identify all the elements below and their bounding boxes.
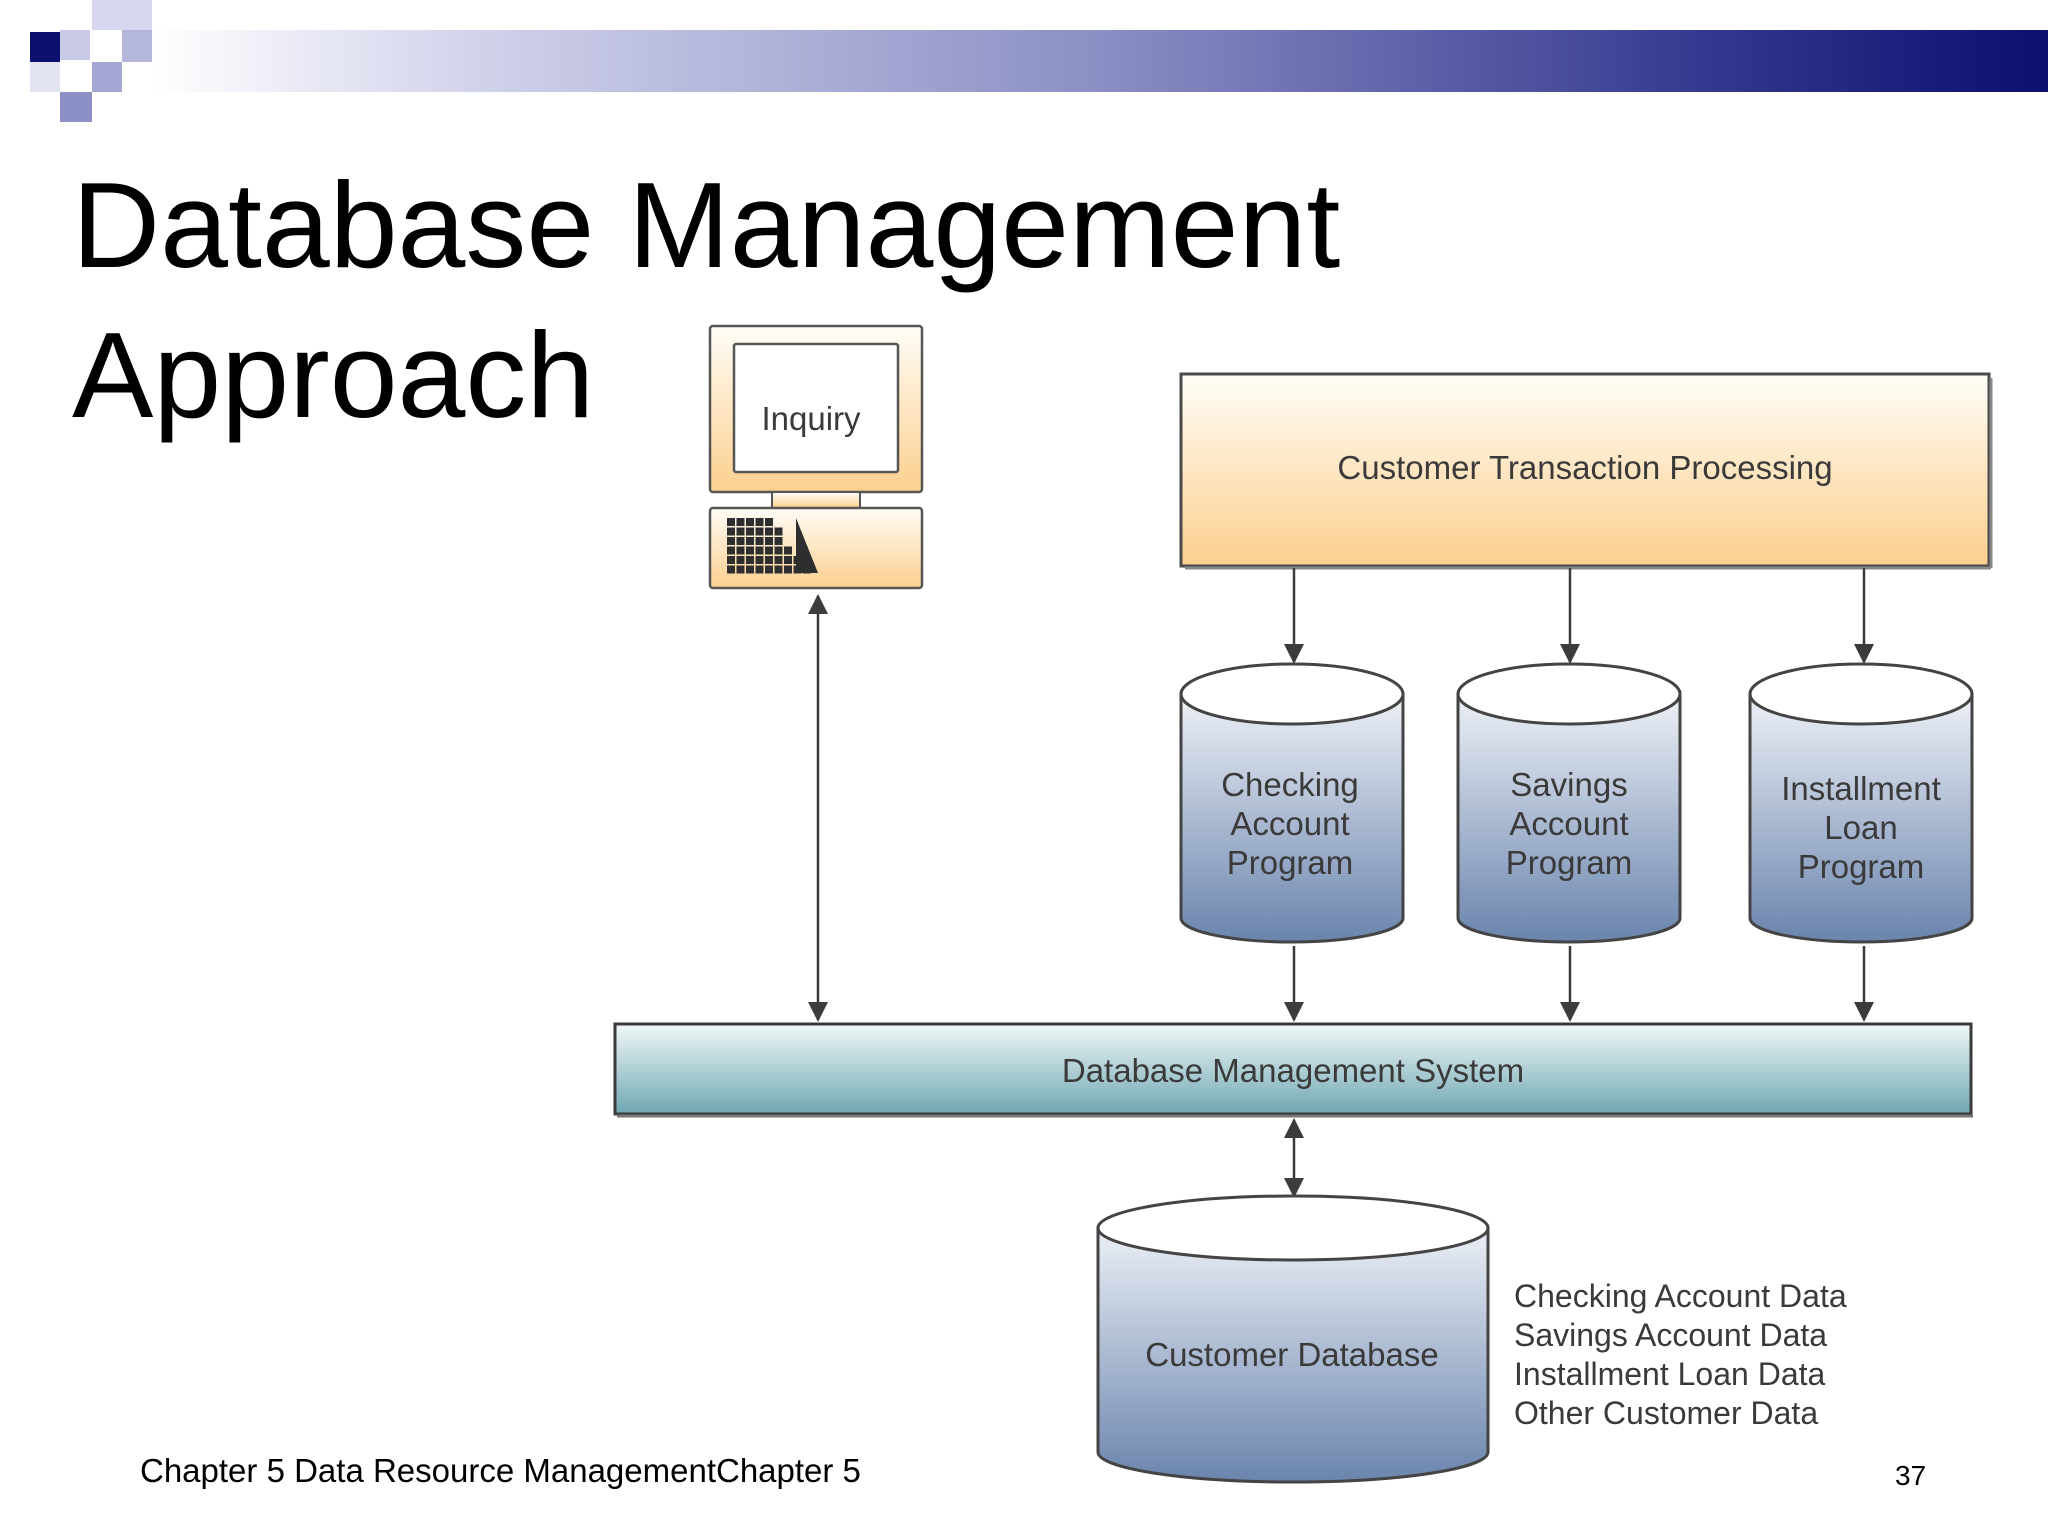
database-label: Customer Database	[1145, 1336, 1438, 1373]
keyboard-keys-icon	[727, 518, 818, 574]
svg-text:Savings: Savings	[1510, 766, 1627, 803]
page-title: Database Management Approach	[72, 157, 1341, 443]
program-label-line3: Program	[1227, 844, 1354, 881]
transaction-processing-box: Customer Transaction Processing	[1179, 372, 1993, 570]
keyboard-key	[774, 565, 783, 574]
program-label-line3: Program	[1506, 844, 1633, 881]
header-square-mid	[60, 92, 92, 122]
transaction-processing-label: Customer Transaction Processing	[1337, 449, 1832, 486]
svg-text:Loan: Loan	[1824, 809, 1897, 846]
keyboard-key	[736, 537, 745, 545]
keyboard-key	[765, 546, 773, 555]
header-square-light	[122, 30, 152, 62]
customer-database-cylinder: Customer Database	[1096, 1194, 1490, 1484]
keyboard-key	[784, 546, 792, 555]
keyboard-key	[736, 527, 745, 536]
svg-text:Account: Account	[1509, 805, 1628, 842]
program-label-line1: Savings	[1510, 766, 1627, 803]
data-item: Other Customer Data	[1514, 1395, 1818, 1431]
svg-text:Program: Program	[1227, 844, 1354, 881]
keyboard-key	[736, 565, 745, 574]
keyboard-key	[765, 537, 773, 545]
keyboard-key	[746, 565, 754, 574]
dbms-label: Database Management System	[1062, 1052, 1524, 1089]
keyboard-key	[727, 556, 735, 564]
keyboard-key	[727, 527, 735, 536]
keyboard-key	[765, 565, 773, 574]
keyboard-key	[784, 556, 792, 564]
inquiry-terminal-icon: Inquiry	[708, 324, 924, 590]
installment-loan-program-cylinder: Installment Loan Program	[1748, 662, 1974, 944]
keyboard-key	[765, 556, 773, 564]
keyboard-key	[755, 556, 764, 564]
svg-text:Checking: Checking	[1221, 766, 1359, 803]
keyboard-key	[755, 527, 764, 536]
keyboard-key	[774, 527, 783, 536]
keyboard-key	[755, 537, 764, 545]
svg-text:Program: Program	[1506, 844, 1633, 881]
keyboard-key	[774, 537, 783, 545]
keyboard-key	[774, 546, 783, 555]
header-square-mid	[92, 62, 122, 92]
keyboard-key	[746, 546, 754, 555]
savings-account-program-cylinder: Savings Account Program	[1456, 662, 1682, 944]
data-item: Savings Account Data	[1514, 1317, 1827, 1353]
keyboard-key	[774, 556, 783, 564]
header-square-light	[60, 30, 90, 60]
keyboard-key	[746, 537, 754, 545]
keyboard-key	[746, 556, 754, 564]
keyboard-key	[727, 546, 735, 555]
header-square-dark	[30, 32, 60, 62]
keyboard-key	[727, 537, 735, 545]
header-square-light	[92, 0, 152, 30]
program-label-line3: Program	[1798, 848, 1925, 885]
header-square-light	[30, 62, 60, 92]
program-label-line2: Account	[1230, 805, 1349, 842]
keyboard-key	[765, 518, 773, 526]
terminal-stand	[771, 491, 861, 509]
keyboard-key	[755, 518, 764, 526]
page-number: 37	[1895, 1460, 1927, 1491]
terminal-screen	[732, 342, 900, 474]
svg-text:Account: Account	[1230, 805, 1349, 842]
keyboard-key	[784, 565, 792, 574]
program-label-line2: Loan	[1824, 809, 1897, 846]
keyboard-key	[727, 518, 735, 526]
keyboard-key	[755, 546, 764, 555]
database-contents-list: Checking Account Data Savings Account Da…	[1514, 1278, 1847, 1431]
dbms-box: Database Management System	[613, 1022, 1973, 1118]
inquiry-label: Inquiry	[761, 400, 861, 437]
svg-text:Installment: Installment	[1781, 770, 1941, 807]
slide-footer: Chapter 5 Data Resource ManagementChapte…	[140, 1452, 861, 1489]
program-label-line1: Installment	[1781, 770, 1941, 807]
program-label-line1: Checking	[1221, 766, 1359, 803]
keyboard-ramp	[796, 518, 818, 573]
keyboard-key	[736, 518, 745, 526]
keyboard-key	[765, 527, 773, 536]
program-label-line2: Account	[1509, 805, 1628, 842]
keyboard-key	[736, 546, 745, 555]
header-gradient-bar	[150, 30, 2048, 92]
keyboard-key	[727, 565, 735, 574]
checking-account-program-cylinder: Checking Account Program	[1179, 662, 1405, 944]
data-item: Checking Account Data	[1514, 1278, 1847, 1314]
keyboard-key	[746, 518, 754, 526]
keyboard-key	[736, 556, 745, 564]
data-item: Installment Loan Data	[1514, 1356, 1826, 1392]
svg-text:Program: Program	[1798, 848, 1925, 885]
keyboard-key	[755, 565, 764, 574]
keyboard-key	[746, 527, 754, 536]
